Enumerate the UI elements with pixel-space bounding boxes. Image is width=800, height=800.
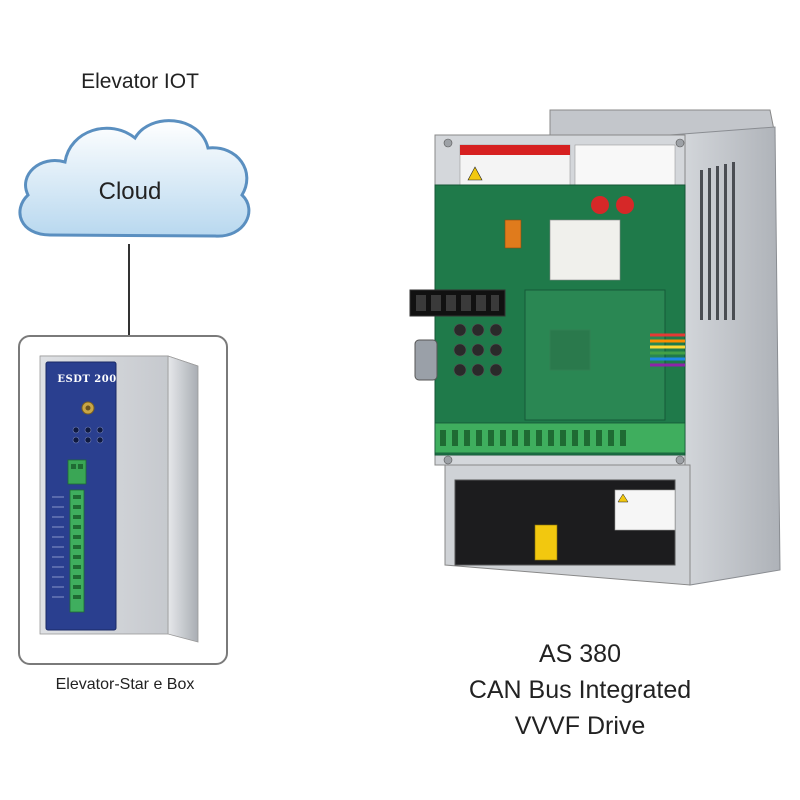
- device-caption: Elevator-Star e Box: [55, 676, 195, 693]
- connector-line: [128, 244, 130, 336]
- device-model-label: ESDT 200: [57, 374, 117, 385]
- drive-image: [409, 109, 781, 586]
- device-image: [39, 355, 199, 643]
- drive-caption: AS 380 CAN Bus Integrated VVVF Drive: [430, 636, 730, 744]
- drive-caption-line3: VVVF Drive: [514, 712, 646, 740]
- drive-caption-line1: AS 380: [538, 640, 621, 668]
- drive-caption-line2: CAN Bus Integrated: [468, 676, 692, 704]
- cloud-label: Cloud: [98, 178, 162, 205]
- cloud-title: Elevator IOT: [81, 70, 199, 93]
- cloud-icon: [18, 119, 251, 238]
